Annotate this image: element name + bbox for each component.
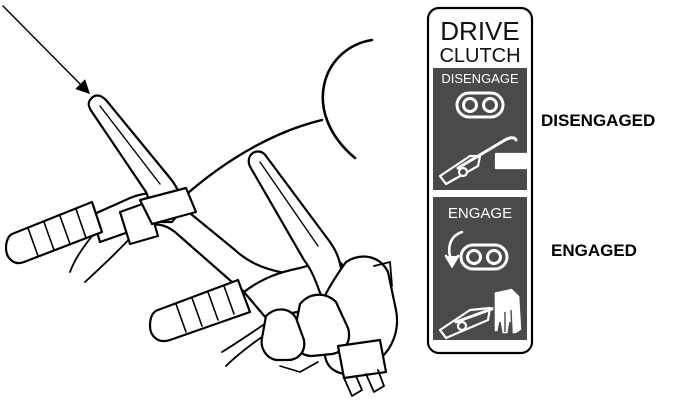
callout-engaged: ENGAGED [551, 241, 637, 260]
callout-disengaged: DISENGAGED [541, 111, 655, 130]
clutch-symbol-icon [457, 93, 503, 117]
grip-left [6, 202, 102, 263]
disengage-panel-label: DISENGAGE [441, 71, 519, 86]
drive-clutch-decal: DRIVE CLUTCH DISENGAGE ENGAGE [428, 8, 532, 353]
pointer-arrow [3, 6, 88, 92]
decal-title: DRIVE [440, 16, 519, 46]
handlebar-illustration [3, 6, 397, 396]
decal-subtitle: CLUTCH [439, 45, 520, 67]
grip-right [150, 280, 250, 341]
engage-panel-label: ENGAGE [448, 205, 512, 222]
clutch-symbol-engaged-icon [461, 245, 507, 269]
dashboard-cowl [323, 40, 372, 158]
hand-icon [494, 288, 522, 334]
